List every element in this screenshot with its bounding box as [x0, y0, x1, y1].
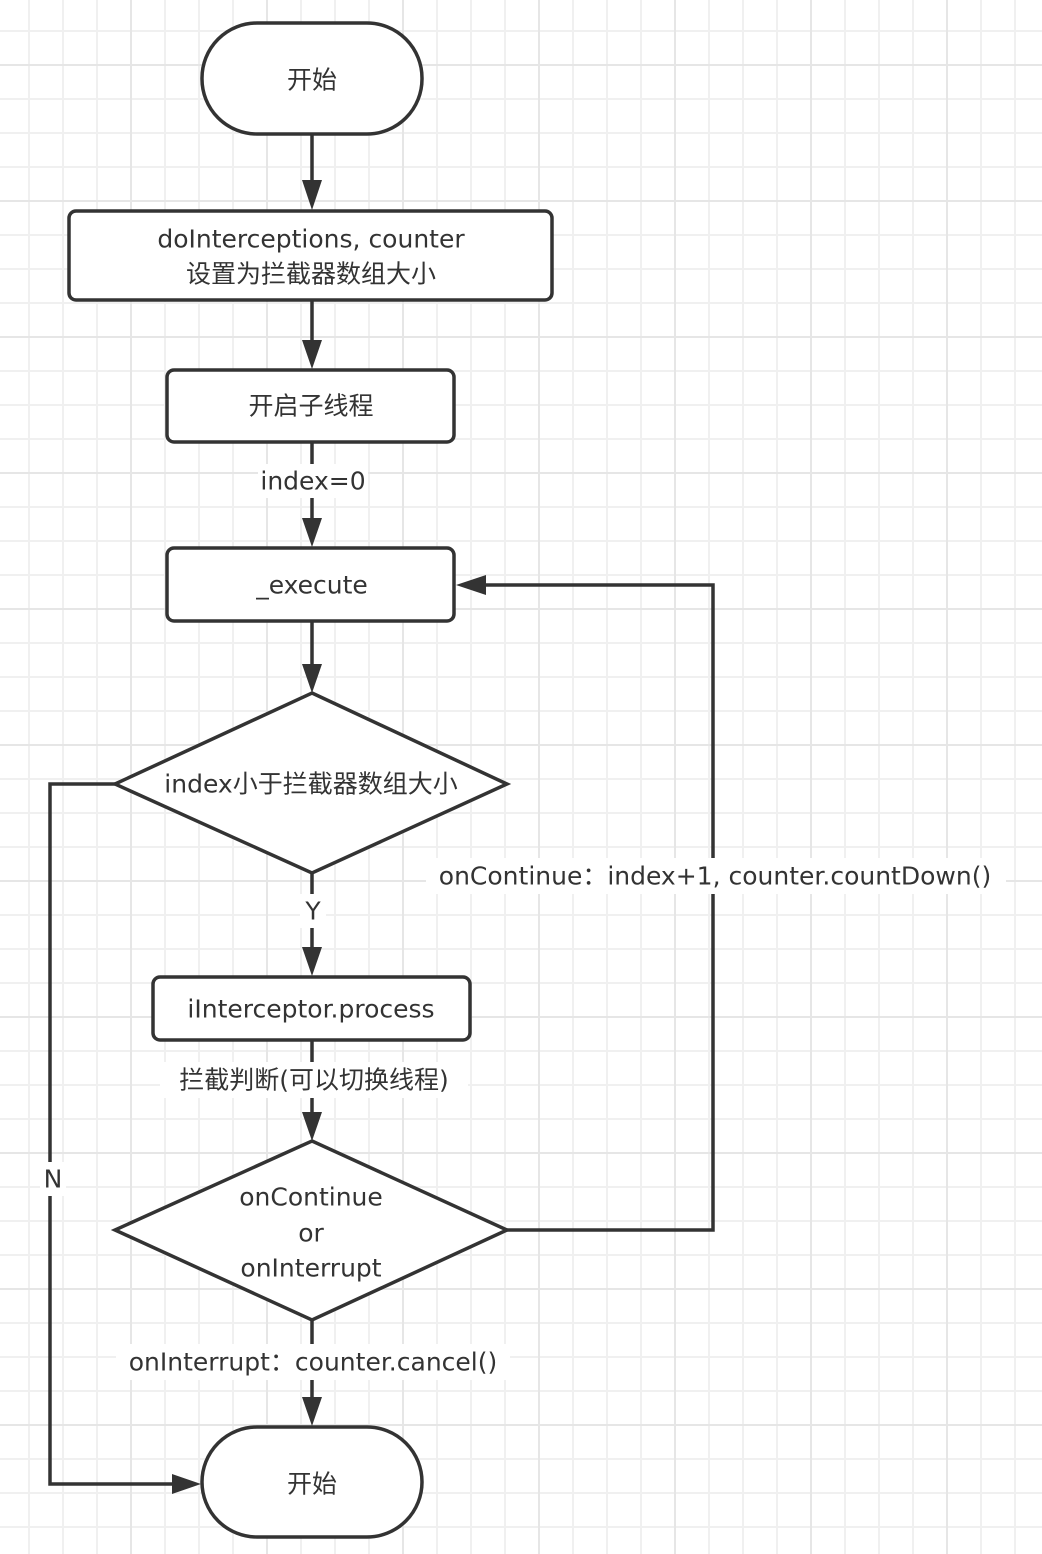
- edge-check-to-process: Y: [300, 873, 326, 976]
- node-result-label-line1: onContinue: [239, 1183, 383, 1212]
- node-result-label-line3: onInterrupt: [240, 1254, 381, 1283]
- arrowhead-icon: [302, 518, 322, 547]
- node-check-index-label: index小于拦截器数组大小: [164, 770, 457, 799]
- edge-start-to-init: [302, 135, 322, 210]
- node-check-index: index小于拦截器数组大小: [110, 691, 512, 875]
- arrowhead-icon: [302, 1397, 322, 1426]
- node-thread: 开启子线程: [165, 368, 456, 444]
- arrowhead-icon: [302, 947, 322, 976]
- edge-init-to-thread: [302, 301, 322, 369]
- arrowhead-icon: [302, 340, 322, 369]
- node-end: 开始: [200, 1425, 424, 1539]
- node-start: 开始: [200, 21, 424, 136]
- node-execute: _execute: [165, 546, 456, 623]
- node-execute-label: _execute: [255, 571, 368, 600]
- edge-execute-to-check: [302, 622, 322, 693]
- edge-thread-to-execute: index=0: [258, 443, 368, 547]
- edge-label-continue: onContinue：index+1, counter.countDown(): [439, 862, 991, 891]
- edge-label-yes: Y: [304, 897, 321, 926]
- edge-result-to-end: onInterrupt：counter.cancel(): [116, 1320, 510, 1426]
- edge-label-index-init: index=0: [260, 467, 365, 496]
- edge-check-to-end: N: [40, 782, 201, 1494]
- node-result-label-line2: or: [298, 1219, 324, 1248]
- node-init-label-line1: doInterceptions, counter: [157, 225, 465, 254]
- arrowhead-icon: [172, 1474, 201, 1494]
- arrowhead-icon: [302, 664, 322, 693]
- node-init: doInterceptions, counter 设置为拦截器数组大小: [67, 209, 554, 302]
- arrowhead-icon: [302, 180, 322, 210]
- node-thread-label: 开启子线程: [248, 392, 373, 421]
- edge-process-to-result: 拦截判断(可以切换线程): [160, 1041, 468, 1141]
- node-init-label-line2: 设置为拦截器数组大小: [186, 260, 436, 289]
- edge-label-interrupt: onInterrupt：counter.cancel(): [129, 1348, 498, 1377]
- arrowhead-icon: [302, 1112, 322, 1141]
- node-result: onContinue or onInterrupt: [110, 1139, 512, 1322]
- edge-result-to-execute: onContinue：index+1, counter.countDown(): [426, 575, 1006, 1232]
- node-process: iInterceptor.process: [151, 975, 472, 1042]
- node-process-label: iInterceptor.process: [187, 995, 434, 1024]
- arrowhead-icon: [456, 575, 486, 595]
- node-start-label: 开始: [287, 66, 337, 95]
- edge-label-judge: 拦截判断(可以切换线程): [179, 1066, 449, 1095]
- node-end-label: 开始: [287, 1470, 337, 1499]
- edge-label-no: N: [44, 1165, 63, 1194]
